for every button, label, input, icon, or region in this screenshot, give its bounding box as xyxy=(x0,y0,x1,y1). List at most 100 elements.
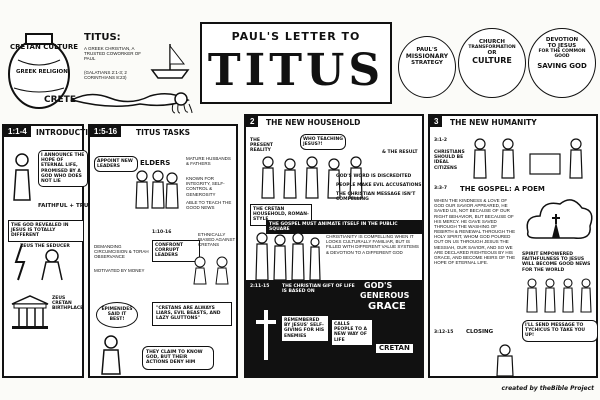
citizens-illustration xyxy=(473,138,583,179)
section-3-title: THE NEW HOUSEHOLD xyxy=(266,118,361,127)
cretan-sign-label: CRETAN xyxy=(376,344,413,354)
section-4-header: 3 xyxy=(430,116,443,127)
remembered-box: REMEMBERED BY JESUS' SELF-GIVING FOR HIS… xyxy=(282,316,328,341)
section-3-header: 2 xyxy=(246,116,259,127)
credit-line: created by theBible Project xyxy=(501,385,594,392)
gods-word-discredited: GOD'S WORD IS DISCREDITED xyxy=(336,174,412,179)
section-4-title: THE NEW HUMANITY xyxy=(450,118,537,127)
ideal-citizens-label: CHRISTIANS SHOULD BE IDEAL CITIZENS xyxy=(434,150,465,171)
greek-religion-label: GREEK RELIGION xyxy=(16,69,68,75)
who-teaching-bubble: WHO TEACHING JESUS?! xyxy=(300,134,346,151)
confrontation-illustration xyxy=(193,256,229,285)
devotion-bubble: DEVOTION TO JESUS FOR THE COMMON GOOD SA… xyxy=(528,28,596,98)
temple-illustration xyxy=(11,295,49,329)
titus-reference: (GALATIANS 2:1-3; 2 CORINTHIANS 8:23) xyxy=(84,70,127,81)
gospel-poem-text: WHEN THE KINDNESS & LOVE OF GOD OUR SAVI… xyxy=(434,198,516,266)
amphora-illustration xyxy=(8,33,70,109)
community-illustration xyxy=(526,278,592,313)
cretan-culture-label: CRETAN CULTURE xyxy=(10,43,79,51)
zeus-seducer-label: ZEUS THE SEDUCER xyxy=(20,244,70,249)
section-2-header: 1:5-16 xyxy=(90,126,122,137)
elders-label: ELDERS xyxy=(140,159,171,167)
transformation-label: TRANSFORMATION xyxy=(468,45,516,50)
ref-3-3-label: 3:3-7 xyxy=(434,186,448,191)
section-introduction: 1:1-4 INTRODUCTION I ANNOUNCE THE HOPE O… xyxy=(2,124,101,378)
missionary-label: MISSIONARY xyxy=(405,53,449,60)
calls-people-box: CALLS PEOPLE TO A NEW WAY OF LIFE xyxy=(332,320,372,345)
section-new-household: 2 THE NEW HOUSEHOLD THE PRESENT REALITY … xyxy=(244,114,424,378)
section-1-ref: 1:1-4 xyxy=(8,127,27,136)
cross-illustration xyxy=(256,310,276,360)
section-titus-tasks: 1:5-16 TITUS TASKS APPOINT NEW LEADERS E… xyxy=(88,124,238,378)
able-to-teach-label: ABLE TO TEACH THE GOOD NEWS xyxy=(186,200,232,211)
motivated-money-label: MOTIVATED BY MONEY xyxy=(94,268,145,273)
section-1-header: 1:1-4 xyxy=(4,126,31,137)
section-3-ref: 2 xyxy=(250,117,255,126)
cretans-quote-box: "CRETANS ARE ALWAYS LIARS, EVIL BEASTS, … xyxy=(152,302,232,326)
strategy-label: STRATEGY xyxy=(411,60,443,66)
ref-3-1-label: 3:1-2 xyxy=(434,138,448,143)
ref-3-12-label: 3:12-15 xyxy=(434,330,454,335)
missionary-strategy-bubble: PAUL'S MISSIONARY STRATEGY xyxy=(398,36,456,98)
philosopher-illustration xyxy=(101,335,121,375)
christianity-compelling-text: CHRISTIANITY IS COMPELLING WHEN IT LOOKS… xyxy=(326,234,419,255)
appoint-leaders-label: APPOINT NEW LEADERS xyxy=(94,156,138,173)
section-new-humanity: 3 THE NEW HUMANITY 3:1-2 CHRISTIANS SHOU… xyxy=(428,114,598,378)
or-label: OR xyxy=(487,50,497,56)
christian-message: THE CHRISTIAN MESSAGE ISN'T COMPELLING xyxy=(336,192,416,203)
titus-heading: TITUS: xyxy=(84,32,121,43)
gospel-public-square-banner: THE GOSPEL MUST ANIMATE ITSELF IN THE PU… xyxy=(266,220,422,235)
culture-label: CULTURE xyxy=(472,56,512,65)
present-reality-label: THE PRESENT REALITY xyxy=(250,138,273,154)
crowd-illustration xyxy=(261,156,363,199)
faithful-true-label: FAITHFUL + TRUE! xyxy=(38,203,95,209)
ship-illustration xyxy=(150,44,190,79)
closing-label: CLOSING xyxy=(466,329,494,335)
titus-description: A GREEK CHRISTIAN, A TRUSTED COWORKER OF… xyxy=(84,46,141,62)
section-2-ref: 1:5-16 xyxy=(94,127,118,136)
grace-panel: 2:11-15 THE CHRISTIAN GIFT OF LIFE IS BA… xyxy=(246,280,422,376)
common-good-label: FOR THE COMMON GOOD xyxy=(538,49,586,60)
messenger-illustration xyxy=(496,344,514,377)
the-result-label: & THE RESULT xyxy=(382,150,418,155)
mature-husbands-label: MATURE HUSBANDS & FATHERS xyxy=(186,156,231,167)
zeus-birthplace-label: ZEUS CRETAN BIRTHPLACE xyxy=(52,296,84,312)
section-1-title: INTRODUCTION xyxy=(36,128,101,137)
demanding-circumcision-label: DEMANDING CIRCUMCISION & TORAH OBSERVANC… xyxy=(94,244,149,260)
ethnically-biased-label: ETHNICALLY BIASED AGAINST CRETANS xyxy=(198,232,236,248)
saving-god-label: SAVING GOD xyxy=(537,62,587,71)
octopus-illustration xyxy=(171,92,193,114)
ref-2-11-label: 2:11-15 xyxy=(250,284,270,289)
to-jesus-label: TO JESUS xyxy=(547,43,577,49)
island-map-illustration xyxy=(70,93,190,107)
crete-label: CRETE xyxy=(44,95,76,105)
christian-gift-label: THE CHRISTIAN GIFT OF LIFE IS BASED ON xyxy=(282,284,355,295)
title-line-1: PAUL'S LETTER TO xyxy=(231,30,361,43)
elders-illustration xyxy=(135,170,179,209)
paul-figure-illustration xyxy=(13,153,31,201)
church-culture-bubble: CHURCH TRANSFORMATION OR CULTURE xyxy=(458,28,526,98)
church-label: CHURCH xyxy=(479,39,505,45)
intro-speech-bubble: I ANNOUNCE THE HOPE OF ETERNAL LIFE, PRO… xyxy=(38,150,88,188)
integrity-label: KNOWN FOR INTEGRITY, SELF-CONTROL & GENE… xyxy=(186,176,225,197)
god-revealed-box: THE GOD REVEALED IN JESUS IS TOTALLY DIF… xyxy=(8,220,84,242)
household-figures-illustration xyxy=(255,232,321,281)
devotion-label: DEVOTION xyxy=(545,37,579,43)
ref-1-10-label: 1:10-16 xyxy=(152,230,172,235)
section-2-title: TITUS TASKS xyxy=(136,128,191,137)
cloud-sunrise-illustration xyxy=(526,199,593,239)
send-message-bubble: I'LL SEND MESSAGE TO TYCHICUS TO TAKE YO… xyxy=(522,320,598,342)
spirit-empowered-text: SPIRIT EMPOWERED FAITHFULNESS TO JESUS W… xyxy=(522,252,591,273)
pauls-label: PAUL'S xyxy=(416,47,438,53)
gods-label: GOD'S xyxy=(364,281,393,290)
deny-him-bubble: THEY CLAIM TO KNOW GOD, BUT THEIR ACTION… xyxy=(142,346,214,370)
people-accuse: PEOPLE MAKE EVIL ACCUSATIONS xyxy=(336,183,422,188)
confront-corrupt-label: CONFRONT CORRUPT LEADERS xyxy=(152,240,200,262)
gospel-poem-title: THE GOSPEL: A POEM xyxy=(460,185,545,193)
zeus-lightning-illustration xyxy=(14,243,63,281)
section-4-ref: 3 xyxy=(434,117,439,126)
title-line-2: TITUS xyxy=(207,45,385,96)
epimenides-bubble: EPIMENIDES SAID IT BEST! xyxy=(96,302,138,328)
title-banner: PAUL'S LETTER TO TITUS xyxy=(200,22,392,104)
generous-label: GENEROUS xyxy=(360,291,410,300)
